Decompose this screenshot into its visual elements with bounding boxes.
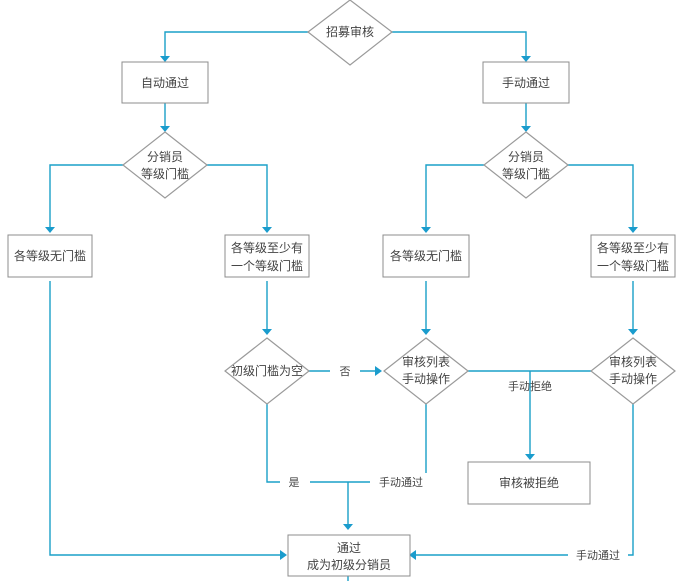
- node-label: 各等级无门槛: [14, 248, 86, 263]
- arrowhead: [628, 329, 638, 335]
- node-primary-threshold-empty: 初级门槛为空: [224, 337, 310, 405]
- node-label: 成为初级分销员: [307, 558, 391, 572]
- node-review-list-manual-1: 审核列表 手动操作: [383, 337, 469, 405]
- node-review-list-manual-2: 审核列表 手动操作: [590, 337, 676, 405]
- arrowhead: [280, 550, 287, 560]
- edge-label-manual-pass-1: 手动通过: [379, 475, 423, 489]
- node-label: 等级门槛: [141, 166, 189, 181]
- node-label: 各等级无门槛: [390, 248, 462, 263]
- node-auto-pass: 自动通过: [121, 61, 209, 104]
- node-auto-some-threshold: 各等级至少有 一个等级门槛: [224, 234, 310, 278]
- node-auto-no-threshold: 各等级无门槛: [7, 234, 93, 278]
- node-label: 自动通过: [141, 76, 189, 90]
- edge-labels: 否 是 手动通过 手动拒绝 手动通过: [280, 362, 628, 564]
- node-label: 招募审核: [326, 24, 374, 39]
- edge-level-to-manual-some: [568, 164, 634, 229]
- node-manual-some-threshold: 各等级至少有 一个等级门槛: [590, 234, 676, 278]
- node-label: 各等级至少有: [597, 240, 669, 255]
- node-recruit-review: 招募审核: [307, 0, 393, 66]
- arrowhead: [521, 56, 531, 62]
- node-label: 手动操作: [609, 371, 657, 386]
- arrowhead: [375, 366, 382, 376]
- arrowhead: [525, 454, 535, 460]
- edge-label-manual-pass-2: 手动通过: [576, 548, 620, 562]
- node-manual-pass: 手动通过: [482, 61, 570, 104]
- arrowhead: [45, 227, 55, 233]
- arrowhead: [343, 524, 353, 530]
- edge-label-manual-reject: 手动拒绝: [508, 379, 552, 393]
- arrowhead: [409, 550, 416, 560]
- node-label: 分销员: [508, 150, 544, 164]
- arrowheads: [45, 56, 638, 560]
- node-label: 分销员: [147, 150, 183, 164]
- edge-start-to-auto: [164, 31, 308, 58]
- node-label: 各等级至少有: [231, 240, 303, 255]
- node-manual-no-threshold: 各等级无门槛: [382, 234, 470, 278]
- edge-level-to-manual-none: [425, 164, 484, 229]
- edge-primary-yes: [266, 404, 348, 483]
- edge-level-to-auto-none: [49, 164, 123, 229]
- node-label: 手动通过: [502, 76, 550, 90]
- edge-auto-none-to-passed: [49, 281, 282, 556]
- edge-label-no: 否: [340, 365, 351, 378]
- node-label: 一个等级门槛: [231, 258, 303, 273]
- arrowhead: [160, 56, 170, 62]
- edge-review1-pass: [348, 404, 427, 483]
- edge-start-to-manual: [392, 31, 527, 58]
- node-label: 初级门槛为空: [231, 363, 303, 378]
- arrowhead: [262, 329, 272, 335]
- edge-label-yes: 是: [289, 476, 300, 489]
- arrowhead: [521, 126, 531, 132]
- arrowhead: [628, 227, 638, 233]
- node-label: 通过: [337, 541, 361, 555]
- node-label: 手动操作: [402, 371, 450, 386]
- edge-review2-pass: [414, 404, 634, 556]
- node-passed-primary-distributor: 通过 成为初级分销员: [287, 534, 411, 577]
- node-label: 审核列表: [609, 354, 657, 369]
- node-auto-level-threshold: 分销员 等级门槛: [122, 131, 208, 199]
- arrowhead: [421, 227, 431, 233]
- arrowhead: [262, 227, 272, 233]
- node-review-rejected: 审核被拒绝: [467, 461, 591, 505]
- node-label: 一个等级门槛: [597, 258, 669, 273]
- node-label: 审核被拒绝: [499, 475, 559, 490]
- edge-level-to-auto-some: [207, 164, 268, 229]
- arrowhead: [160, 126, 170, 132]
- node-label: 等级门槛: [502, 166, 550, 181]
- arrowhead: [421, 329, 431, 335]
- node-label: 审核列表: [402, 354, 450, 369]
- node-manual-level-threshold: 分销员 等级门槛: [483, 131, 569, 199]
